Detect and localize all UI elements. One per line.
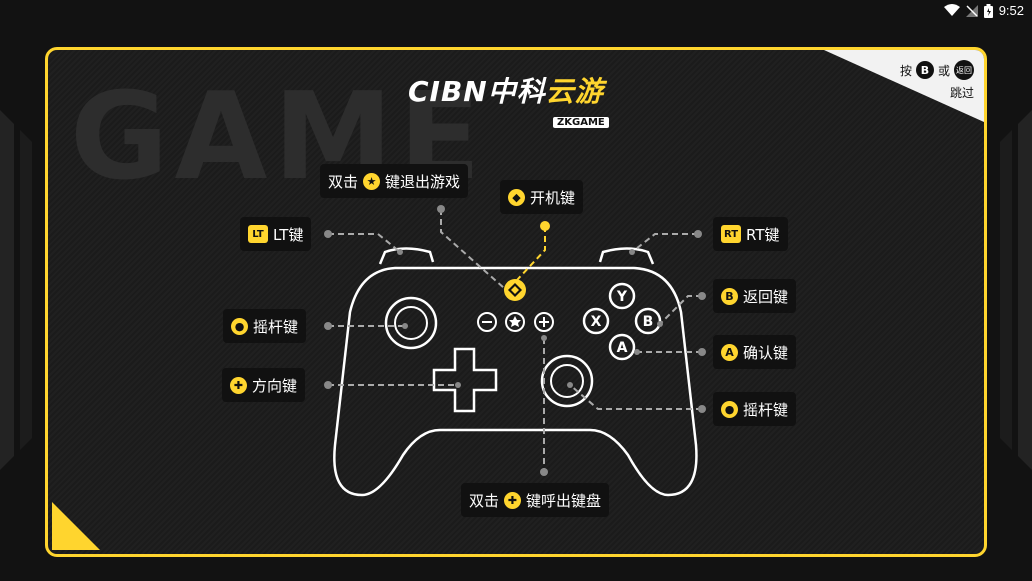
logo-sub-text: ZKGAME — [553, 117, 609, 128]
clock: 9:52 — [998, 3, 1024, 18]
keyboard-prefix: 双击 — [469, 491, 500, 510]
right-side-decoration — [1000, 110, 1032, 470]
lt-icon: LT — [248, 225, 268, 243]
right-stick — [540, 354, 594, 408]
battery-icon — [983, 3, 993, 18]
controller-outline — [333, 247, 698, 497]
left-side-decoration — [0, 110, 32, 470]
joystick-icon: ● — [231, 317, 248, 335]
left-stick-label-text: 摇杆键 — [253, 317, 299, 336]
right-stick-label: ● 摇杆键 — [713, 392, 797, 426]
back-label-text: 返回键 — [743, 287, 789, 306]
keyboard-suffix: 键呼出键盘 — [526, 491, 602, 510]
skip-action: 跳过 — [949, 86, 974, 100]
keyboard-label: 双击 ✚ 键呼出键盘 — [461, 483, 610, 517]
plus-icon: ✚ — [230, 376, 247, 394]
left-stick-label: ● 摇杆键 — [223, 309, 307, 343]
power-connector-dot — [540, 221, 550, 231]
b-button: B — [634, 307, 662, 335]
logo-yellow-text: 云游 — [545, 75, 604, 108]
back-label: B 返回键 — [713, 279, 797, 313]
a-icon: A — [721, 343, 738, 361]
y-button: Y — [608, 282, 636, 310]
dpad-label-text: 方向键 — [252, 376, 298, 395]
right-stick-label-text: 摇杆键 — [743, 400, 789, 419]
svg-text:Y: Y — [616, 289, 628, 305]
star-button — [505, 312, 525, 332]
rt-label: RT RT键 — [713, 217, 788, 251]
wifi-icon — [943, 4, 960, 16]
skip-prefix: 按 — [899, 63, 912, 78]
status-icons: 9:52 — [943, 3, 1024, 18]
confirm-label: A 确认键 — [713, 335, 797, 369]
dpad — [432, 347, 498, 413]
power-button — [504, 279, 526, 301]
svg-text:B: B — [643, 314, 654, 330]
x-button: X — [582, 307, 610, 335]
exit-game-label: 双击 ★ 键退出游戏 — [320, 164, 469, 198]
plus-button — [534, 312, 554, 332]
dpad-label: ✚ 方向键 — [222, 368, 306, 402]
power-label-text: 开机键 — [530, 188, 576, 207]
logo-white-text: CIBN中科 — [407, 75, 546, 108]
left-stick — [384, 296, 438, 350]
power-logo-icon: ◆ — [508, 188, 525, 206]
rt-icon: RT — [721, 225, 741, 243]
back-button-icon: 返回 — [954, 60, 974, 80]
exit-game-suffix: 键退出游戏 — [385, 172, 461, 191]
minus-button — [477, 312, 497, 332]
svg-text:A: A — [617, 340, 628, 356]
lt-label-text: LT键 — [273, 225, 304, 244]
connector-lines — [328, 209, 702, 472]
connector-dots — [324, 205, 706, 476]
star-icon: ★ — [363, 172, 381, 190]
tutorial-panel: GAME 按 B 或 返回 跳过 CIBN中科云游 ZKGAME — [45, 47, 987, 557]
power-label: ◆ 开机键 — [500, 180, 584, 214]
b-button-icon: B — [915, 61, 934, 79]
skip-corner-background — [824, 50, 984, 122]
lt-label: LT LT键 — [240, 217, 312, 251]
cibn-logo: CIBN中科云游 ZKGAME — [403, 70, 609, 129]
skip-hint[interactable]: 按 B 或 返回 跳过 — [900, 60, 974, 101]
no-signal-icon — [965, 4, 978, 17]
status-bar: 9:52 — [0, 0, 1032, 24]
joystick-icon: ● — [721, 400, 738, 418]
a-button: A — [608, 333, 636, 361]
skip-or: 或 — [937, 63, 950, 78]
exit-game-prefix: 双击 — [328, 172, 359, 191]
power-connector-line — [516, 226, 546, 281]
confirm-label-text: 确认键 — [743, 343, 789, 362]
yellow-corner-decoration — [52, 502, 100, 550]
svg-text:X: X — [591, 314, 602, 330]
rt-label-text: RT键 — [746, 225, 780, 244]
b-icon: B — [721, 287, 738, 305]
plus-icon: ✚ — [504, 491, 522, 509]
